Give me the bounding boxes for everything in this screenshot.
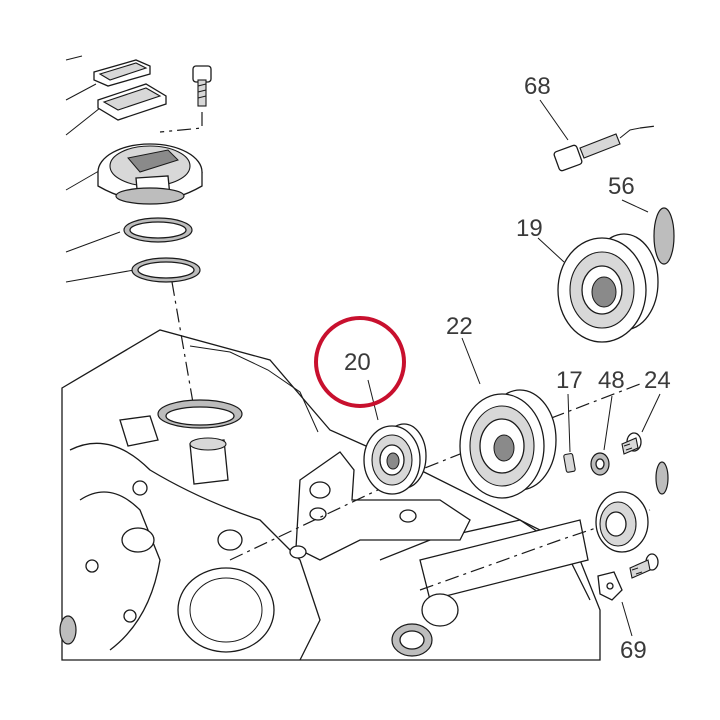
part-24-screw bbox=[621, 393, 661, 455]
shaft-seal bbox=[595, 461, 669, 553]
callout-69: 69 bbox=[620, 637, 647, 664]
breather-cover-assembly bbox=[65, 55, 212, 421]
callout-56: 56 bbox=[608, 173, 635, 200]
callout-22: 22 bbox=[446, 313, 473, 340]
bracket-arm bbox=[289, 451, 471, 561]
part-17-pin bbox=[563, 393, 576, 473]
highlight-circle bbox=[314, 316, 406, 408]
callout-48: 48 bbox=[598, 367, 625, 394]
cover-screw bbox=[192, 65, 212, 107]
part-69-retainer bbox=[597, 553, 659, 637]
part-22-bearing bbox=[459, 337, 557, 499]
callout-19: 19 bbox=[516, 215, 543, 242]
part-56-seal bbox=[621, 199, 675, 265]
part-19-bearing bbox=[537, 233, 659, 343]
callout-24: 24 bbox=[644, 367, 671, 394]
part-68-bolt bbox=[539, 99, 657, 172]
callout-20: 20 bbox=[344, 349, 371, 376]
callout-17: 17 bbox=[556, 367, 583, 394]
part-48-washer bbox=[590, 395, 613, 476]
part-20-bearing bbox=[363, 379, 427, 495]
callout-68: 68 bbox=[524, 73, 551, 100]
